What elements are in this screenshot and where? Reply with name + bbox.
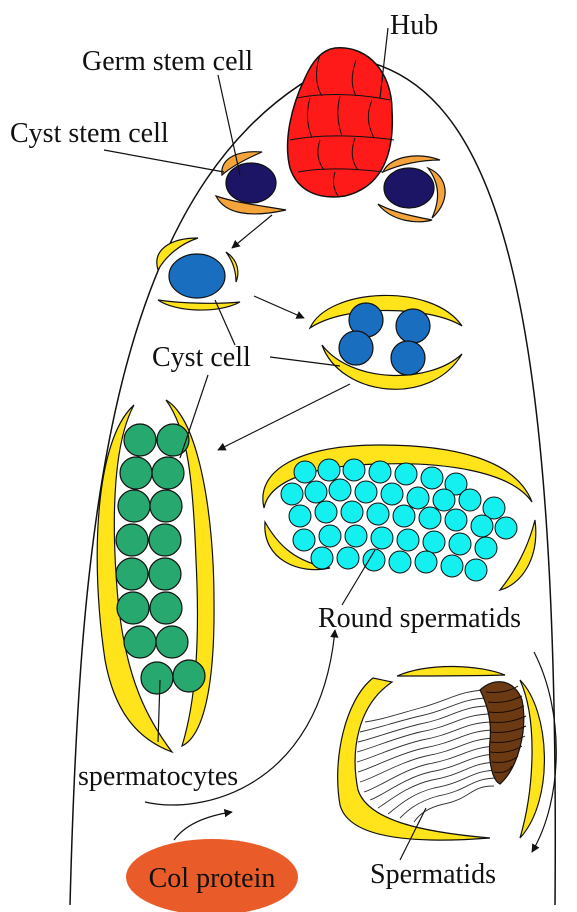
label-cyst-stem-cell: Cyst stem cell [10, 118, 169, 149]
round-spermatid-cyst [263, 445, 536, 590]
label-hub: Hub [390, 10, 438, 41]
spermatid-tails [357, 690, 500, 822]
four-cell-cyst [310, 295, 462, 389]
label-germ-stem-cell: Germ stem cell [82, 46, 253, 77]
germ-stem-cell-left [216, 152, 286, 214]
cyst-stem-cell-leader [104, 150, 224, 172]
hub [288, 48, 394, 197]
label-round-spermatids: Round spermatids [318, 603, 521, 634]
arrow-gsc-to-gonialblast [232, 215, 272, 248]
label-cyst-cell: Cyst cell [152, 342, 251, 373]
label-spermatids: Spermatids [370, 859, 496, 890]
arrow-gonialblast-to-four-cell [254, 296, 304, 318]
round-spermatid-cells [281, 459, 517, 581]
arrow-col-protein [174, 812, 232, 840]
gonialblast [157, 238, 240, 310]
arrow-four-cell-to-spermatocytes [218, 384, 350, 450]
germ-stem-cell-right [378, 156, 445, 222]
label-col-protein: Col protein [149, 863, 276, 894]
spermatid-cyst [338, 666, 545, 840]
spermatocyte-cyst [97, 400, 214, 752]
label-spermatocytes: spermatocytes [78, 761, 238, 792]
